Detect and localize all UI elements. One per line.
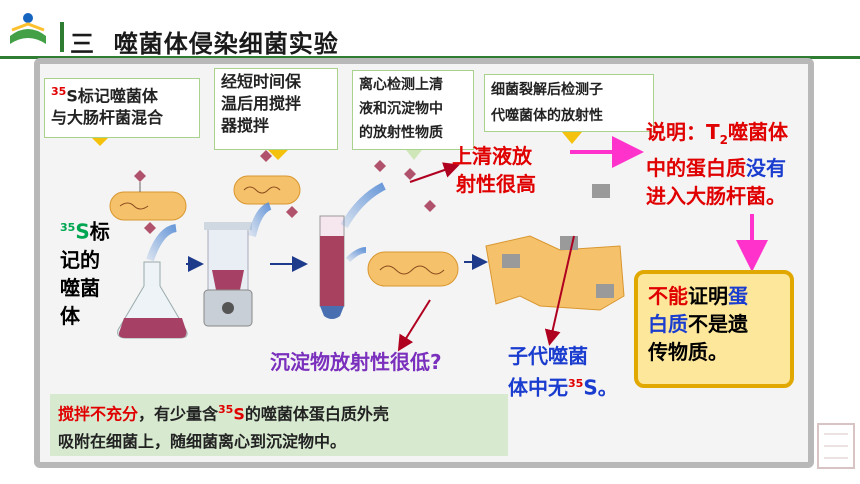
bacterium-infected-icon bbox=[367, 251, 459, 287]
bacterium-stirred-icon bbox=[233, 150, 301, 218]
explanation-text: 说明：T2噬菌体 中的蛋白质没有 进入大肠杆菌。 bbox=[646, 120, 789, 208]
conclusion-box: 不能证明蛋 白质不是遗 传物质。 bbox=[634, 270, 794, 388]
bacterium-lysis-icon bbox=[485, 184, 625, 311]
step3-note: 离心检测上清液和沉淀物中的放射性物质 bbox=[352, 70, 474, 150]
progeny-observation: 子代噬菌 体中无35S。 bbox=[508, 344, 618, 400]
labeled-phage-label: 35S标 记的 噬菌 体 bbox=[60, 219, 110, 328]
stirring-note: 搅拌不充分，有少量含35S的噬菌体蛋白质外壳 吸附在细菌上，随细菌离心到沉淀物中… bbox=[50, 394, 508, 456]
school-logo-icon bbox=[10, 13, 46, 44]
page-title: 三 噬菌体侵染细菌实验 bbox=[70, 24, 339, 59]
sediment-observation: 沉淀物放射性很低? bbox=[270, 350, 442, 374]
centrifuge-tube-icon bbox=[319, 215, 345, 319]
title-number: 三 bbox=[70, 30, 95, 58]
step2-note: 经短时间保温后用搅拌器搅拌 bbox=[214, 68, 338, 150]
step1-note: 35S标记噬菌体 与大肠杆菌混合 bbox=[44, 78, 200, 138]
flask-icon bbox=[117, 261, 188, 339]
phage-coat-icon bbox=[374, 160, 436, 212]
seal-stamp-icon bbox=[817, 423, 855, 469]
step4-note: 细菌裂解后检测子代噬菌体的放射性 bbox=[484, 74, 654, 132]
title-text: 噬菌体侵染细菌实验 bbox=[113, 30, 339, 58]
bacterium-with-phage-icon bbox=[109, 170, 187, 234]
blender-icon bbox=[203, 222, 253, 327]
supernatant-observation: 上清液放 射性很高 bbox=[452, 144, 536, 196]
